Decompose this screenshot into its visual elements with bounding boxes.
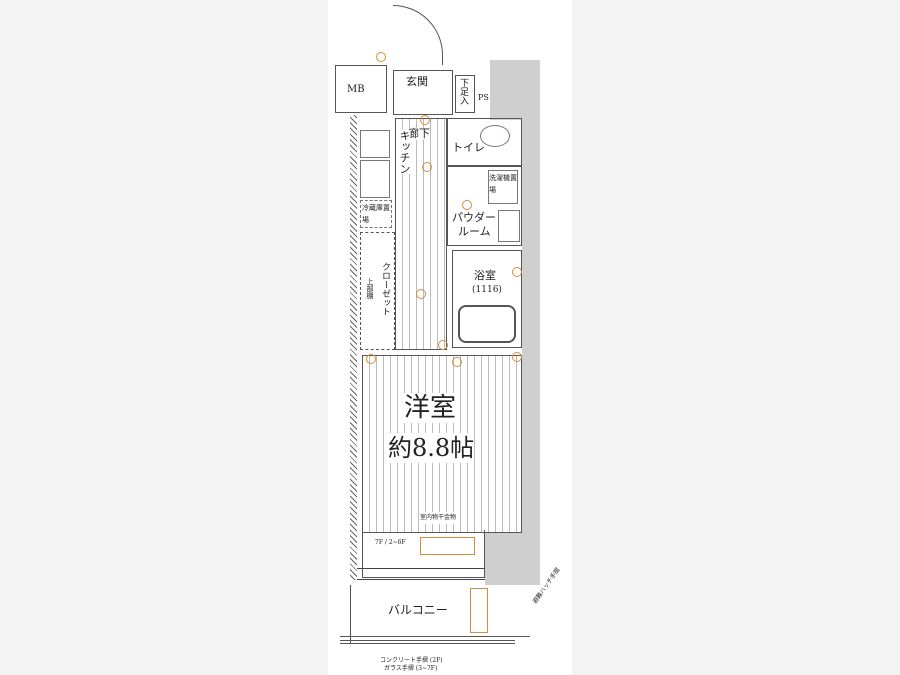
fridge-space <box>360 200 392 228</box>
hallway-label: 廊下 <box>408 127 430 140</box>
western-room-label: 洋室 <box>404 393 457 423</box>
floor-note: 7F / 2~6F <box>375 537 406 549</box>
light-fixture-icon <box>512 267 522 277</box>
entrance[interactable] <box>393 70 453 115</box>
entrance-label: 玄関 <box>406 75 428 88</box>
handrail-note-1: コンクリート手摺 (2F) <box>380 657 443 664</box>
outlet-icon <box>366 354 376 364</box>
light-fixture-icon <box>376 52 386 62</box>
balcony-label: バルコニー <box>388 603 448 617</box>
window-bench <box>420 537 475 555</box>
light-fixture-icon <box>416 289 426 299</box>
stove <box>360 160 390 198</box>
balcony-handrail <box>340 640 515 644</box>
ps-label: PS <box>478 93 489 102</box>
upper-shelf-label: 上部棚 <box>366 278 374 299</box>
shoe-storage-label: 下足入 <box>458 78 468 105</box>
toilet-room[interactable] <box>447 118 522 166</box>
bath-label: 浴室 <box>474 269 496 282</box>
shoe-storage <box>455 75 475 113</box>
outlet-icon <box>512 352 522 362</box>
washbasin <box>498 210 520 242</box>
powder-room-label-2: ルーム <box>458 225 491 238</box>
western-room-size: 約8.8帖 <box>388 433 475 463</box>
exterior-wall <box>522 60 540 585</box>
kitchen-label: キッチン <box>398 130 411 174</box>
sink <box>360 130 390 158</box>
balcony[interactable] <box>340 585 530 637</box>
fridge-space-label: 冷蔵庫置場 <box>362 204 390 224</box>
drying-rack-label: 室内物干金物 <box>420 512 457 524</box>
toilet-icon <box>480 125 510 147</box>
closet[interactable] <box>360 232 395 350</box>
laundry-space-label: 洗濯機置場 <box>489 174 517 194</box>
powder-room-label-1: パウダー <box>452 211 496 224</box>
powder-room[interactable] <box>447 166 522 246</box>
closet-label: クローゼット <box>380 262 390 316</box>
western-room-bay <box>362 530 485 578</box>
laundry-space <box>488 170 518 204</box>
exterior-wall <box>485 530 540 585</box>
mb-label: MB <box>347 84 365 95</box>
bath-size-label: (1116) <box>472 285 502 295</box>
toilet-label: トイレ <box>452 141 485 154</box>
bathtub <box>458 305 516 343</box>
mb-box <box>335 65 387 113</box>
light-fixture-icon <box>462 200 472 210</box>
evacuation-hatch <box>470 588 488 633</box>
light-fixture-icon <box>422 162 432 172</box>
balcony-window[interactable] <box>357 568 485 580</box>
light-fixture-icon <box>420 115 430 125</box>
balcony-divider <box>350 585 351 643</box>
hatched-wall <box>350 115 357 580</box>
handrail-note-2: ガラス手摺 (3~7F) <box>384 665 438 672</box>
bathroom[interactable] <box>452 250 522 348</box>
light-fixture-icon <box>438 340 448 350</box>
outlet-icon <box>452 357 462 367</box>
